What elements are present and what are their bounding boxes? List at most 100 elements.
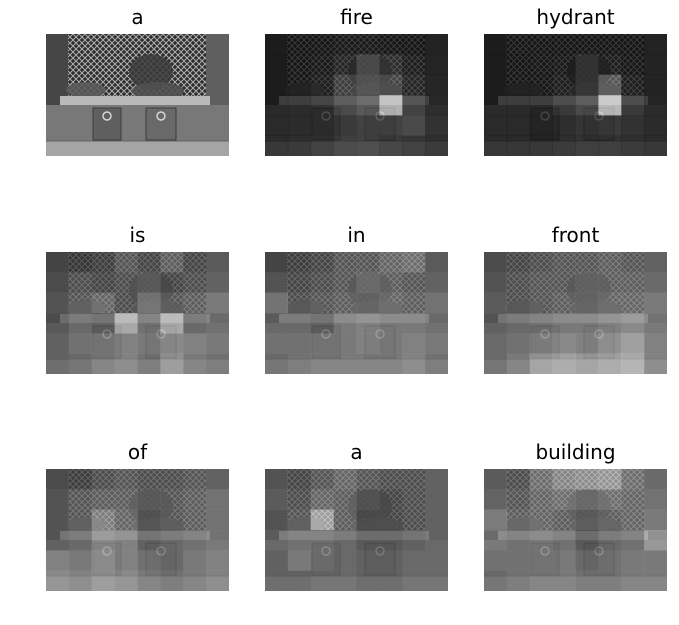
attention-cell <box>425 353 448 374</box>
attention-cell <box>356 489 380 510</box>
attention-cell <box>379 353 403 374</box>
attention-cell <box>506 530 531 551</box>
panel-image <box>46 252 229 374</box>
attention-cell <box>484 550 508 571</box>
attention-cell <box>402 313 426 334</box>
attention-cell <box>68 489 93 510</box>
attention-cell <box>575 550 599 571</box>
attention-cell <box>621 570 645 591</box>
attention-cell <box>356 34 380 55</box>
attention-cell <box>68 313 93 334</box>
attention-cell <box>287 34 312 55</box>
attention-cell <box>91 550 115 571</box>
attention-cell <box>379 252 403 273</box>
attention-cell <box>310 570 334 591</box>
attention-cell <box>287 252 312 273</box>
attention-cell <box>333 292 357 314</box>
attention-cell <box>506 135 531 156</box>
attention-cell <box>206 530 229 551</box>
panel-title: building <box>535 440 616 464</box>
attention-cell <box>114 509 138 531</box>
attention-cell <box>644 252 667 273</box>
attention-cell <box>46 313 70 334</box>
attention-cell <box>379 313 403 334</box>
attention-cell <box>356 353 380 374</box>
attention-cell <box>552 135 576 156</box>
attention-cell <box>484 489 508 510</box>
attention-cell <box>333 530 357 551</box>
attention-cell <box>114 489 138 510</box>
attention-cell <box>552 550 576 571</box>
attention-cell <box>287 570 312 591</box>
attention-cell <box>425 34 448 55</box>
attention-cell <box>529 550 553 571</box>
attention-cell <box>356 54 380 75</box>
attention-cell <box>183 550 207 571</box>
attention-cell <box>379 570 403 591</box>
attention-cell <box>356 135 380 156</box>
attention-cell <box>425 530 448 551</box>
attention-cell <box>484 313 508 334</box>
attention-cell <box>206 509 229 531</box>
attention-cell <box>644 292 667 314</box>
sidewalk <box>46 141 229 156</box>
attention-cell <box>333 489 357 510</box>
attention-cell <box>621 74 645 96</box>
attention-cell <box>91 530 115 551</box>
attention-cell <box>160 333 184 354</box>
attention-cell <box>529 489 553 510</box>
emblem-right <box>156 111 166 121</box>
attention-cell <box>379 95 403 116</box>
attention-cell <box>402 95 426 116</box>
attention-cell <box>183 333 207 354</box>
attention-cell <box>402 570 426 591</box>
attention-cell <box>402 34 426 55</box>
panel-word-5: in <box>265 222 448 374</box>
attention-cell <box>114 353 138 374</box>
panel-word-2: fire <box>265 4 448 156</box>
attention-cell <box>598 489 622 510</box>
attention-cell <box>183 313 207 334</box>
attention-cell <box>287 530 312 551</box>
attention-cell <box>621 272 645 293</box>
right-wall <box>206 34 229 110</box>
attention-cell <box>114 550 138 571</box>
attention-cell <box>529 469 553 490</box>
attention-cell <box>206 272 229 293</box>
attention-cell <box>644 74 667 96</box>
attention-cell <box>183 489 207 510</box>
attention-cell <box>68 550 93 571</box>
attention-cell <box>506 333 531 354</box>
attention-cell <box>644 95 667 116</box>
attention-cell <box>575 54 599 75</box>
attention-cell <box>402 54 426 75</box>
attention-cell <box>287 272 312 293</box>
attention-cell <box>598 353 622 374</box>
attention-cell <box>506 509 531 531</box>
attention-cell <box>484 509 508 531</box>
attention-cell <box>265 54 289 75</box>
attention-cell <box>425 54 448 75</box>
attention-cell <box>506 489 531 510</box>
attention-cell <box>265 469 289 490</box>
attention-cell <box>575 530 599 551</box>
attention-cell <box>529 115 553 136</box>
attention-cell <box>160 469 184 490</box>
attention-cell <box>598 272 622 293</box>
attention-grid <box>265 34 448 156</box>
attention-cell <box>310 34 334 55</box>
attention-cell <box>402 115 426 136</box>
attention-cell <box>644 509 667 531</box>
attention-cell <box>621 115 645 136</box>
attention-cell <box>68 353 93 374</box>
attention-cell <box>621 550 645 571</box>
attention-cell <box>46 570 70 591</box>
sign-box-left <box>92 107 122 141</box>
attention-cell <box>379 272 403 293</box>
attention-cell <box>425 333 448 354</box>
attention-cell <box>621 252 645 273</box>
attention-cell <box>333 333 357 354</box>
panel-title: fire <box>340 5 373 29</box>
attention-cell <box>114 469 138 490</box>
